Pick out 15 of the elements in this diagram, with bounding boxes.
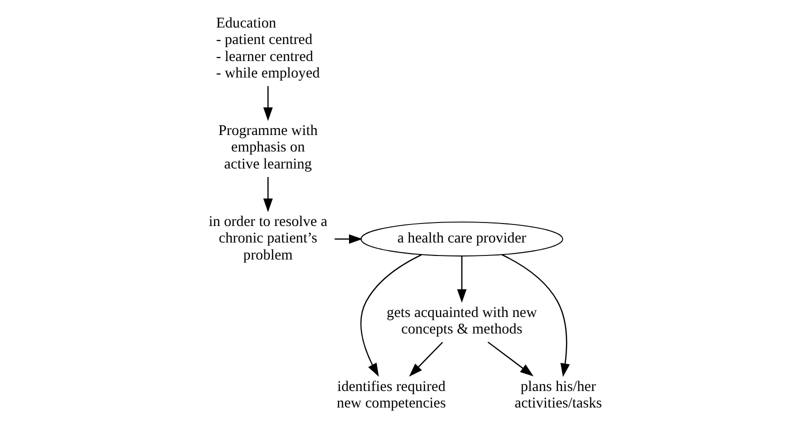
arrow <box>263 86 273 121</box>
arrow <box>334 234 363 244</box>
arrow <box>457 256 467 303</box>
node-text: identifies required new competencies <box>336 378 446 412</box>
node-text: Programme with emphasis on active learning <box>218 122 318 172</box>
node-text: Education - patient centred - learner centred - while employed <box>216 15 320 82</box>
arrow <box>488 342 534 376</box>
node-text: gets acquainted with new concepts & methods <box>386 304 537 338</box>
arrow <box>360 254 422 377</box>
arrow <box>263 177 273 212</box>
node-text: in order to resolve a chronic patient’s problem <box>208 214 328 264</box>
node-text: plans his/her activities/tasks <box>514 378 602 412</box>
node-ellipse: a health care provider <box>360 222 564 256</box>
arrow <box>409 342 443 377</box>
arrow <box>502 254 570 377</box>
